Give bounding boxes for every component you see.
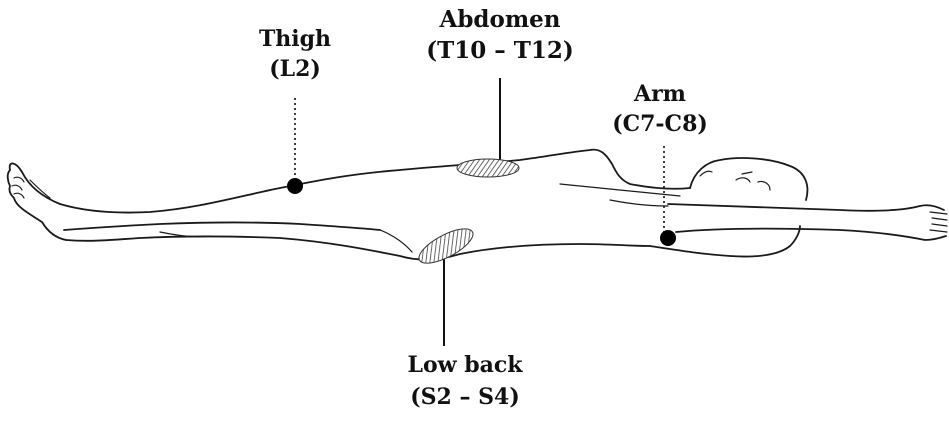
abdomen-label: Abdomen (T10 – T12) [400, 8, 600, 62]
arm-label-segment: (C7-C8) [595, 113, 725, 135]
body-outline-bottom [66, 237, 650, 260]
waist-line [560, 184, 680, 196]
thigh-marker-dot [287, 178, 303, 194]
abdomen-label-segment: (T10 – T12) [400, 39, 600, 62]
lowback-label-name: Low back [360, 354, 570, 376]
arm-label: Arm (C7-C8) [595, 83, 725, 135]
side-line [610, 200, 668, 206]
feet [8, 163, 66, 240]
abdomen-label-name: Abdomen [400, 8, 600, 31]
thigh-label-segment: (L2) [245, 58, 345, 80]
thigh-crease [380, 230, 412, 252]
thigh-label-name: Thigh [245, 28, 345, 50]
leg-inner-line [64, 223, 380, 231]
lowback-hatched-area [414, 222, 477, 270]
arm-label-name: Arm [595, 83, 725, 105]
lowback-label: Low back (S2 – S4) [360, 354, 570, 408]
lowback-label-segment: (S2 – S4) [360, 386, 570, 408]
arm-marker-dot [660, 230, 676, 246]
abdomen-hatched-area [457, 159, 519, 177]
head [690, 158, 807, 200]
thigh-label: Thigh (L2) [245, 28, 345, 80]
body-outline-top [60, 150, 690, 213]
raised-arm [668, 204, 947, 240]
